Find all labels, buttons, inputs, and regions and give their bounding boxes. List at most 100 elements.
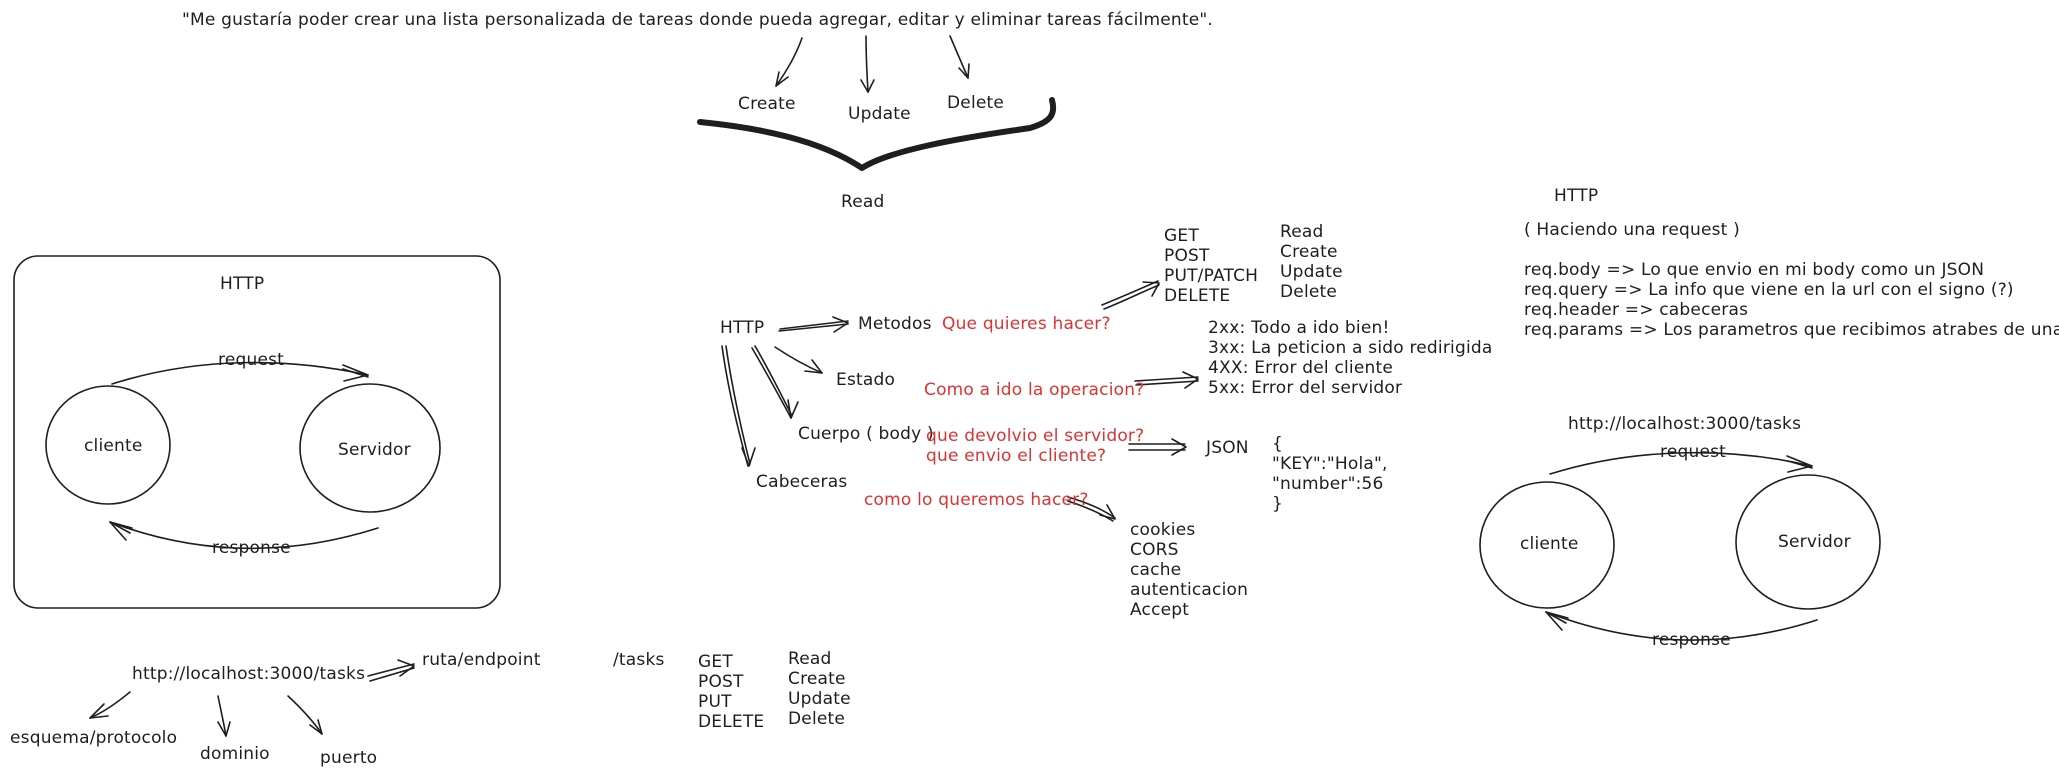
header-item: cache [1130, 560, 1182, 580]
servidor-label: Servidor [338, 440, 411, 460]
header-item: autenticacion [1130, 580, 1249, 600]
notes-line: req.params => Los parametros que recibim… [1524, 320, 2059, 340]
json-line: "number":56 [1272, 474, 1384, 494]
status-code: 4XX: Error del cliente [1208, 358, 1394, 378]
http-tree-root: HTTP [720, 318, 765, 338]
json-line: } [1272, 494, 1284, 514]
arrow-http-cuerpo [751, 345, 799, 419]
status-codes-list: 2xx: Todo a ido bien! 3xx: La peticion a… [1208, 318, 1492, 398]
tasks-action: Update [788, 689, 851, 709]
arrow-estado-codes [1134, 371, 1199, 389]
tree-estado: Estado [836, 370, 896, 390]
arrow-url-esquema [89, 691, 131, 719]
requirement-quote: "Me gustaría poder crear una lista perso… [182, 10, 1213, 30]
tasks-method: POST [698, 672, 744, 692]
tasks-methods-column: GET POST PUT DELETE [698, 652, 764, 732]
status-code: 2xx: Todo a ido bien! [1208, 318, 1390, 338]
tree-cuerpo: Cuerpo ( body ) [798, 424, 934, 444]
servidor-label-right: Servidor [1778, 532, 1851, 552]
right-diagram-url: http://localhost:3000/tasks [1568, 414, 1802, 434]
http-method: GET [1164, 226, 1199, 246]
arrow-url-endpoint [367, 659, 415, 682]
tree-metodos: Metodos [858, 314, 932, 334]
crud-delete: Delete [947, 93, 1005, 113]
url-dominio-label: dominio [200, 744, 270, 764]
arrow-response-left [109, 521, 379, 550]
http-action: Create [1280, 242, 1338, 262]
tasks-action: Delete [788, 709, 846, 729]
notes-lines: req.body => Lo que envio en mi body como… [1524, 260, 2059, 340]
response-label-right: response [1652, 630, 1731, 650]
arrow-request-right [1549, 451, 1813, 475]
request-label: request [218, 350, 285, 370]
arrow-quote-update [860, 35, 875, 93]
tree-cuerpo-question-1: que devolvio el servidor? [926, 426, 1145, 446]
arrow-response-right [1545, 611, 1818, 641]
http-diagram-title: HTTP [220, 274, 265, 294]
arrow-quote-delete [949, 35, 970, 79]
http-actions-column: Read Create Update Delete [1280, 222, 1343, 302]
tasks-actions-column: Read Create Update Delete [788, 649, 851, 729]
http-diagram-frame [13, 255, 501, 609]
servidor-circle-right [1735, 474, 1881, 610]
arrow-http-metodos [778, 316, 849, 333]
http-methods-column: GET POST PUT/PATCH DELETE [1164, 226, 1258, 306]
header-item: cookies [1130, 520, 1196, 540]
crud-create: Create [738, 94, 796, 114]
http-method: DELETE [1164, 286, 1231, 306]
http-action: Read [1280, 222, 1324, 242]
status-code: 3xx: La peticion a sido redirigida [1208, 338, 1493, 358]
arrow-request-left [111, 361, 369, 385]
http-action: Delete [1280, 282, 1338, 302]
url-example: http://localhost:3000/tasks [132, 664, 366, 684]
arrow-cabeceras-headers [1067, 496, 1116, 522]
arrow-metodos-list [1101, 280, 1160, 310]
tasks-method: DELETE [698, 712, 765, 732]
tree-metodos-question: Que quieres hacer? [942, 314, 1111, 334]
arrow-url-puerto [287, 695, 323, 735]
notes-line: req.header => cabeceras [1524, 300, 1749, 320]
tasks-method: PUT [698, 692, 732, 712]
header-item: Accept [1130, 600, 1190, 620]
tree-estado-question: Como a ido la operacion? [924, 380, 1145, 400]
url-esquema-label: esquema/protocolo [10, 728, 178, 748]
notes-line: req.body => Lo que envio en mi body como… [1524, 260, 1985, 280]
json-line: { [1272, 434, 1284, 454]
read-brace [697, 97, 1057, 171]
tasks-path: /tasks [613, 650, 665, 670]
crud-read: Read [841, 192, 885, 212]
arrow-url-dominio [217, 695, 231, 737]
tasks-method: GET [698, 652, 733, 672]
arrow-quote-create [775, 37, 803, 87]
status-code: 5xx: Error del servidor [1208, 378, 1403, 398]
http-method: PUT/PATCH [1164, 266, 1259, 286]
cliente-label: cliente [84, 436, 143, 456]
http-method: POST [1164, 246, 1210, 266]
notes-title: HTTP [1554, 186, 1599, 206]
crud-update: Update [848, 104, 911, 124]
tree-cuerpo-question-2: que envio el cliente? [926, 446, 1107, 466]
notes-line: req.query => La info que viene en la url… [1524, 280, 2014, 300]
tasks-action: Create [788, 669, 846, 689]
cliente-circle [45, 385, 171, 505]
url-puerto-label: puerto [320, 748, 378, 768]
response-label: response [212, 538, 291, 558]
json-example: { "KEY":"Hola", "number":56 } [1272, 434, 1388, 514]
cliente-label-right: cliente [1520, 534, 1579, 554]
json-label: JSON [1206, 438, 1249, 458]
notes-subtitle: ( Haciendo una request ) [1524, 220, 1740, 240]
cliente-circle-right [1479, 481, 1615, 609]
url-endpoint-label: ruta/endpoint [422, 650, 541, 670]
tasks-action: Read [788, 649, 832, 669]
arrow-http-estado [774, 346, 823, 374]
tree-cabeceras: Cabeceras [756, 472, 848, 492]
header-item: CORS [1130, 540, 1179, 560]
http-action: Update [1280, 262, 1343, 282]
headers-list: cookies CORS cache autenticacion Accept [1130, 520, 1248, 620]
servidor-circle [299, 383, 441, 513]
tree-cabeceras-question: como lo queremos hacer? [864, 490, 1089, 510]
json-line: "KEY":"Hola", [1272, 454, 1388, 474]
arrow-http-cabeceras [721, 345, 756, 467]
